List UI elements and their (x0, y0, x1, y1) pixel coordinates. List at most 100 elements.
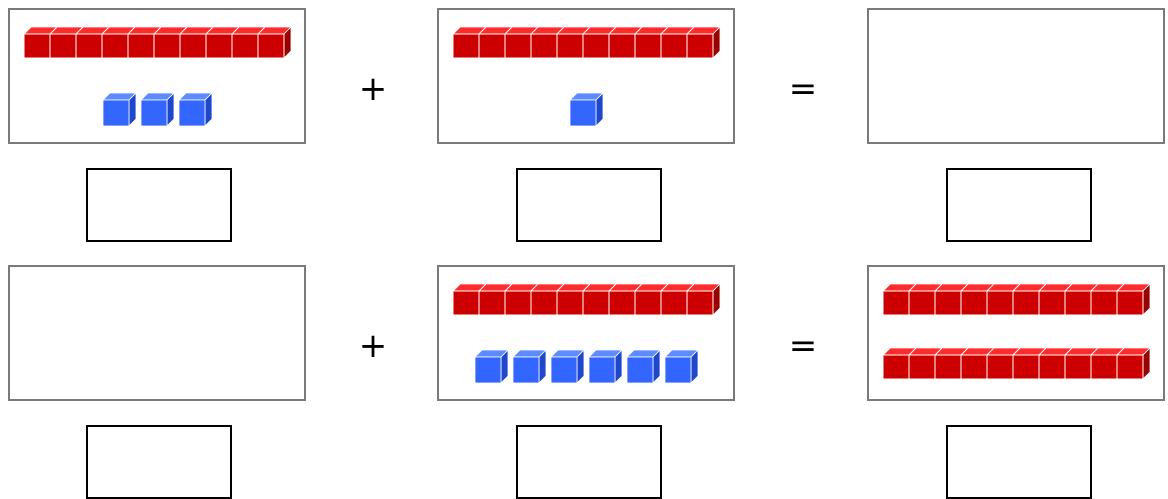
ten-rod-divider (205, 26, 214, 35)
ten-rod-unit-face (908, 354, 936, 380)
ten-rod-unit-face (153, 33, 181, 59)
unit-cube-face (588, 356, 616, 384)
ten-rod-unit-face (1090, 290, 1118, 316)
ten-rod (882, 347, 1151, 380)
eq1-addend1-answer-box[interactable] (86, 168, 232, 242)
ten-rod-unit-face (478, 290, 506, 316)
ten-rod-unit-face (608, 33, 636, 59)
ten-rod-divider (934, 283, 943, 292)
ten-rod-divider (582, 283, 591, 292)
ten-rod-divider (257, 26, 266, 35)
ten-rod-unit-face (101, 33, 129, 59)
eq1-addend2-answer-box[interactable] (516, 168, 662, 242)
ten-rod-unit-face (205, 33, 233, 59)
ten-rod-divider (1090, 347, 1099, 356)
ten-rod-divider (882, 283, 891, 292)
ten-rod-unit-face (231, 33, 259, 59)
ten-rod-divider (530, 283, 539, 292)
ten-rod-divider (1038, 283, 1047, 292)
unit-cube-face (102, 99, 130, 127)
ten-rod-unit-face (882, 290, 910, 316)
ten-rod-unit-face (1116, 354, 1144, 380)
ten-rod-divider (23, 26, 32, 35)
unit-cube-face (626, 356, 654, 384)
ten-rod-unit-face (1038, 290, 1066, 316)
eq2-equals-sign: = (788, 326, 818, 366)
unit-cube-face (474, 356, 502, 384)
ten-rod-unit-face (686, 290, 714, 316)
ten-rod-divider (986, 347, 995, 356)
unit-cube (140, 92, 175, 127)
eq2-addend1-answer-box[interactable] (86, 425, 232, 499)
unit-cube (550, 349, 585, 384)
ten-rod-divider (634, 283, 643, 292)
unit-cube (512, 349, 547, 384)
ten-rod-unit-face (1012, 354, 1040, 380)
ten-rod-unit-face (960, 290, 988, 316)
ten-rod-unit-face (1012, 290, 1040, 316)
ten-rod-unit-face (986, 354, 1014, 380)
ten-rod-unit-face (23, 33, 51, 59)
ten-rod-divider (1064, 283, 1073, 292)
ten-rod-unit-face (1038, 354, 1066, 380)
ten-rod-unit-face (504, 33, 532, 59)
ten-rod-divider (75, 26, 84, 35)
ten-rod-divider (530, 26, 539, 35)
eq1-equals-sign: = (788, 69, 818, 109)
ten-rod-unit-face (582, 290, 610, 316)
ten-rod-unit-face (452, 33, 480, 59)
ten-rod-divider (1116, 283, 1125, 292)
unit-cube (569, 92, 604, 127)
ten-rod-divider (934, 347, 943, 356)
ten-rod-divider (608, 26, 617, 35)
ten-rod-unit-face (960, 354, 988, 380)
ten-rod-divider (452, 283, 461, 292)
unit-cube (102, 92, 137, 127)
eq1-plus-sign: + (358, 69, 388, 109)
ten-rod-divider (686, 26, 695, 35)
ten-rod-unit-face (49, 33, 77, 59)
ten-rod-divider (1038, 347, 1047, 356)
ten-rod-unit-face (556, 33, 584, 59)
unit-cube-face (512, 356, 540, 384)
ten-rod-divider (556, 283, 565, 292)
ten-rod-divider (960, 347, 969, 356)
ten-rod-unit-face (986, 290, 1014, 316)
unit-cube (664, 349, 699, 384)
ten-rod-unit-face (127, 33, 155, 59)
ten-rod-divider (153, 26, 162, 35)
ten-rod-divider (660, 26, 669, 35)
ten-rod-divider (478, 283, 487, 292)
ten-rod-unit-face (75, 33, 103, 59)
eq1-sum-answer-box[interactable] (946, 168, 1092, 242)
ten-rod-divider (1012, 347, 1021, 356)
ten-rod-divider (49, 26, 58, 35)
ten-rod-divider (556, 26, 565, 35)
ten-rod-unit-face (452, 290, 480, 316)
ten-rod-unit-face (1090, 354, 1118, 380)
ten-rod-unit-face (882, 354, 910, 380)
ten-rod-unit-face (530, 290, 558, 316)
eq1-sum-panel (867, 8, 1165, 144)
ten-rod (882, 283, 1151, 316)
ten-rod-divider (582, 26, 591, 35)
ten-rod-divider (231, 26, 240, 35)
ten-rod-divider (686, 283, 695, 292)
ten-rod-unit-face (478, 33, 506, 59)
ten-rod-unit-face (934, 354, 962, 380)
ten-rod-unit-face (179, 33, 207, 59)
ten-rod-unit-face (582, 33, 610, 59)
ten-rod-unit-face (934, 290, 962, 316)
ten-rod-divider (960, 283, 969, 292)
ten-rod-unit-face (908, 290, 936, 316)
ten-rod-divider (608, 283, 617, 292)
unit-cube (474, 349, 509, 384)
ten-rod-divider (908, 283, 917, 292)
ten-rod-unit-face (1064, 290, 1092, 316)
ten-rod-divider (1116, 347, 1125, 356)
ten-rod-unit-face (1116, 290, 1144, 316)
ten-rod-divider (1064, 347, 1073, 356)
eq2-sum-answer-box[interactable] (946, 425, 1092, 499)
ten-rod-divider (179, 26, 188, 35)
unit-cube-face (569, 99, 597, 127)
